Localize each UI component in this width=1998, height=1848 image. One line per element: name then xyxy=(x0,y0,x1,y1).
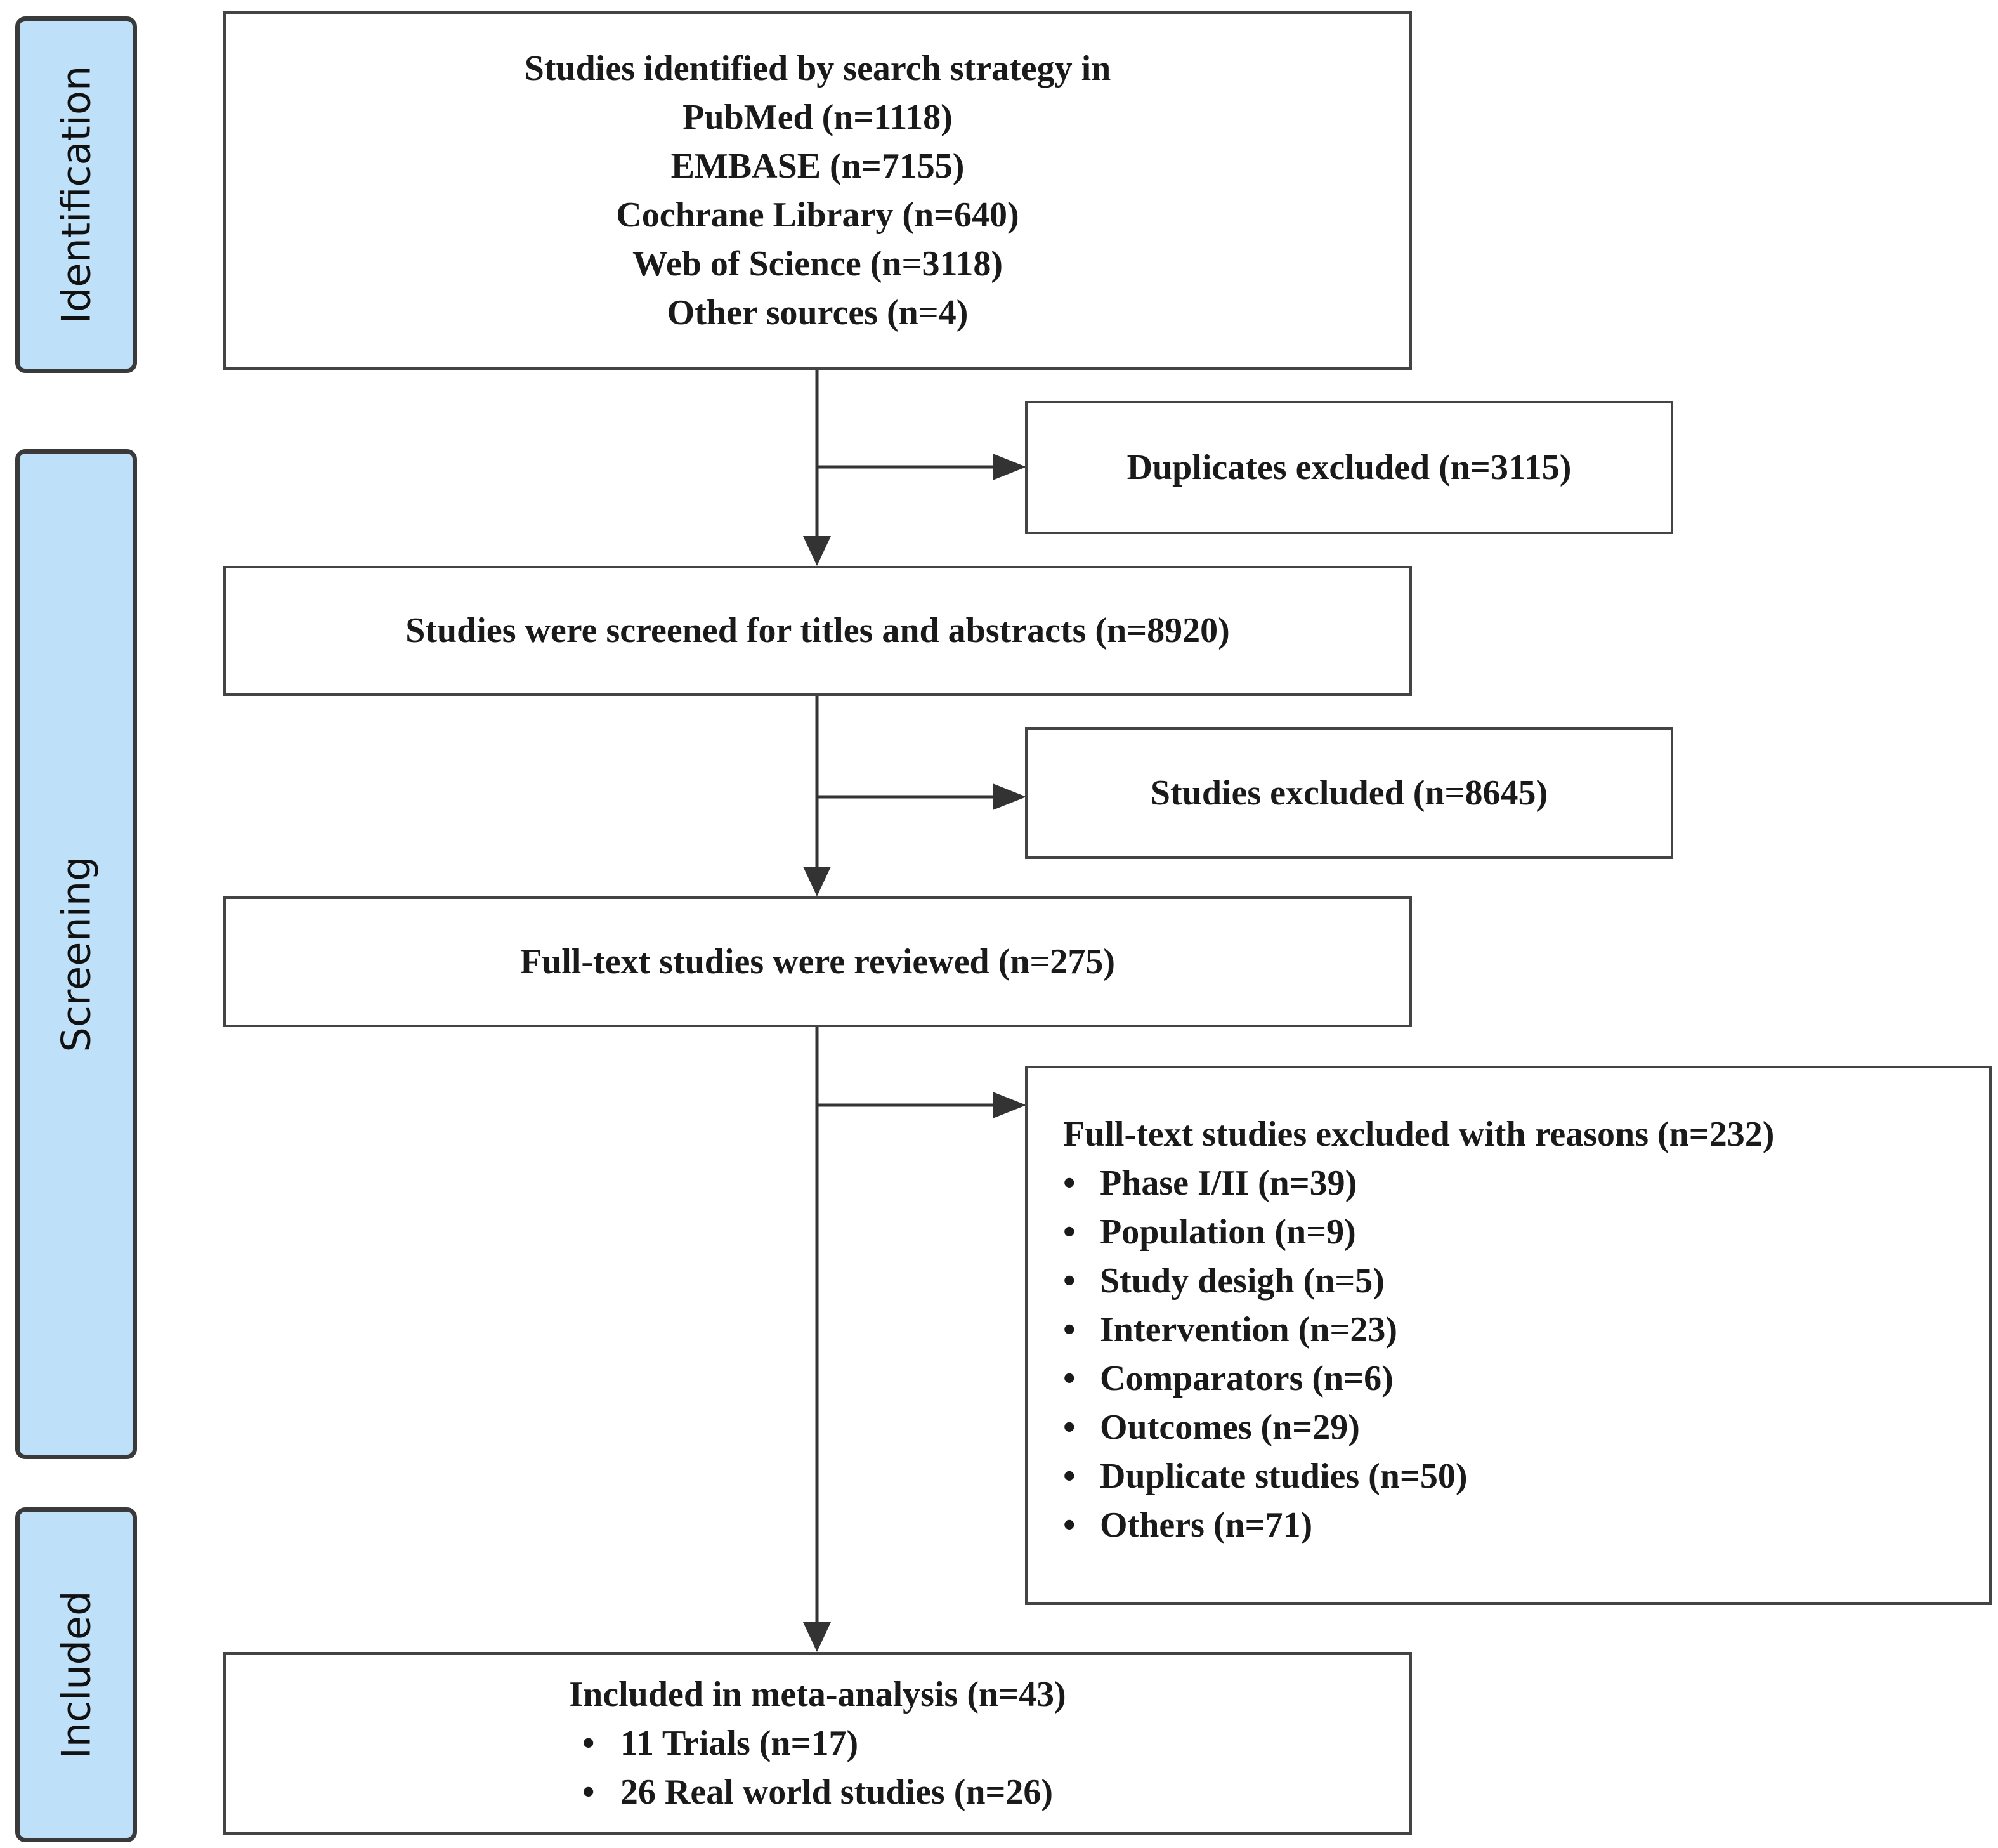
phase-screening-label: Screening xyxy=(53,856,100,1052)
arrowhead-to-included xyxy=(803,1622,831,1652)
search-identification-box: Studies identified by search strategy in… xyxy=(223,11,1412,370)
search-line: Cochrane Library (n=640) xyxy=(616,195,1019,235)
included-items-list: 11 Trials (n=17) 26 Real world studies (… xyxy=(582,1719,1053,1817)
exclusion-reason: Population (n=9) xyxy=(1063,1208,1989,1257)
exclusion-reason: Phase I/II (n=39) xyxy=(1063,1159,1989,1208)
arrowhead-to-fulltext xyxy=(803,867,831,896)
included-box: Included in meta-analysis (n=43) 11 Tria… xyxy=(223,1652,1412,1835)
exclusion-reasons-list: Phase I/II (n=39) Population (n=9) Study… xyxy=(1063,1159,1989,1550)
exclusion-reason: Intervention (n=23) xyxy=(1063,1306,1989,1354)
exclusion-reason: Others (n=71) xyxy=(1063,1501,1989,1550)
search-line: Web of Science (n=3118) xyxy=(632,244,1003,284)
fulltext-excluded-box: Full-text studies excluded with reasons … xyxy=(1025,1066,1992,1605)
fulltext-excluded-heading: Full-text studies excluded with reasons … xyxy=(1063,1115,1775,1154)
screened-box: Studies were screened for titles and abs… xyxy=(223,566,1412,696)
phase-included: Included xyxy=(15,1507,137,1842)
fulltext-reviewed-box: Full-text studies were reviewed (n=275) xyxy=(223,896,1412,1027)
included-item: 11 Trials (n=17) xyxy=(582,1719,1053,1768)
phase-identification: Identification xyxy=(15,16,137,373)
exclusion-reason: Comparators (n=6) xyxy=(1063,1354,1989,1403)
included-heading: Included in meta-analysis (n=43) xyxy=(569,1674,1066,1714)
fulltext-reviewed-text: Full-text studies were reviewed (n=275) xyxy=(519,941,1116,981)
phase-identification-label: Identification xyxy=(53,65,100,324)
included-item: 26 Real world studies (n=26) xyxy=(582,1768,1053,1817)
phase-screening: Screening xyxy=(15,449,137,1459)
exclusion-reason: Study desigh (n=5) xyxy=(1063,1257,1989,1306)
search-line: EMBASE (n=7155) xyxy=(670,146,965,186)
duplicates-excluded-text: Duplicates excluded (n=3115) xyxy=(1126,447,1572,487)
studies-excluded-box: Studies excluded (n=8645) xyxy=(1025,727,1673,859)
search-line: Studies identified by search strategy in xyxy=(524,48,1111,88)
arrowhead-to-fulltext-excluded xyxy=(993,1092,1026,1118)
studies-excluded-text: Studies excluded (n=8645) xyxy=(1150,773,1548,813)
phase-included-label: Included xyxy=(53,1590,100,1759)
exclusion-reason: Outcomes (n=29) xyxy=(1063,1403,1989,1452)
search-line: Other sources (n=4) xyxy=(667,292,969,332)
duplicates-excluded-box: Duplicates excluded (n=3115) xyxy=(1025,401,1673,534)
arrowhead-to-screened xyxy=(803,536,831,566)
exclusion-reason: Duplicate studies (n=50) xyxy=(1063,1452,1989,1501)
search-line: PubMed (n=1118) xyxy=(682,97,953,137)
arrowhead-to-excluded xyxy=(993,783,1026,810)
arrowhead-to-duplicates xyxy=(993,454,1026,480)
screened-text: Studies were screened for titles and abs… xyxy=(405,611,1230,650)
